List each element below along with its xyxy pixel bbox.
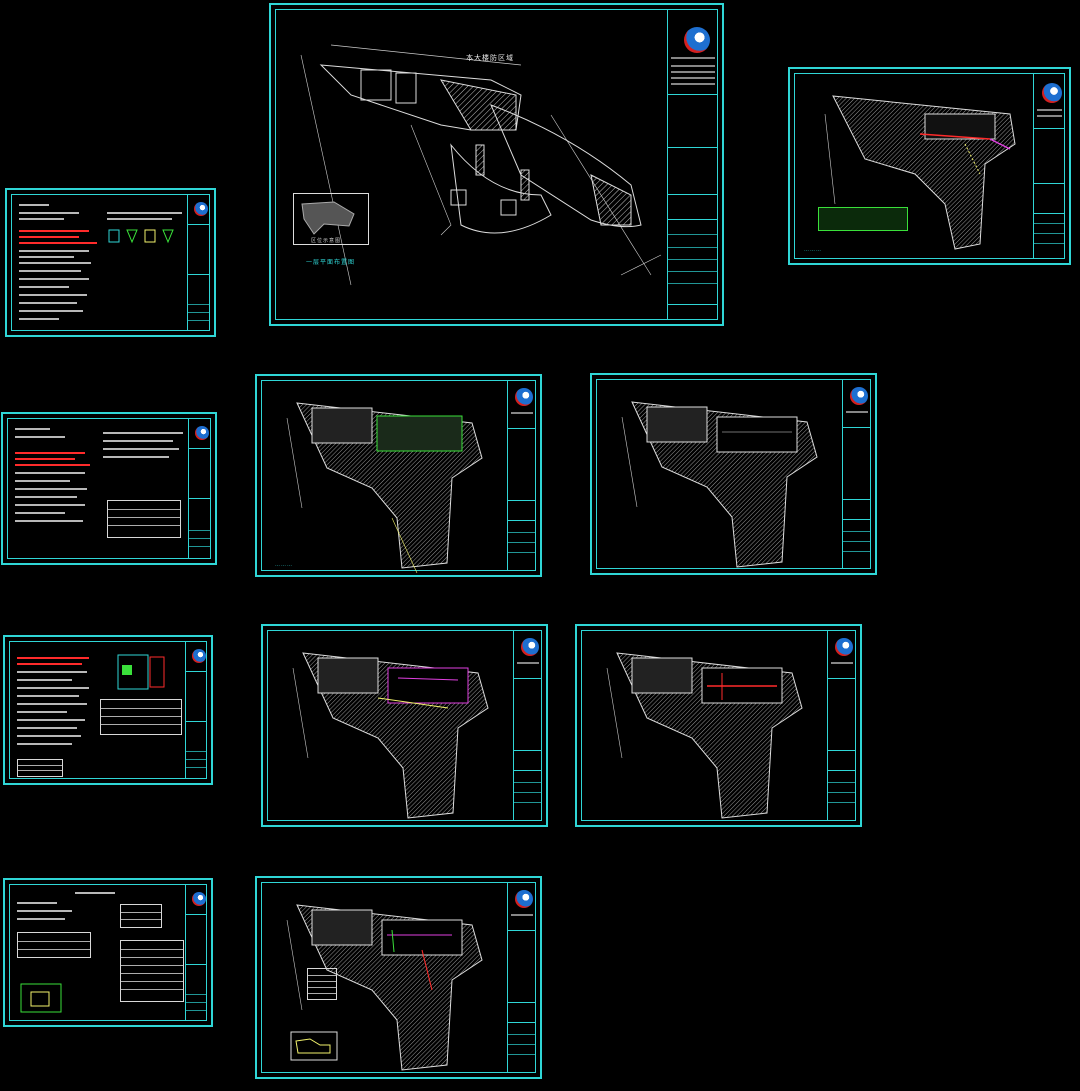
- company-logo-icon: [195, 426, 209, 440]
- plan-caption: ………: [275, 562, 293, 568]
- schedule-table-large: [120, 940, 184, 1002]
- sheet-border: [794, 73, 1065, 259]
- company-logo-icon: [684, 27, 710, 53]
- floor-plan-drawing: [606, 652, 803, 819]
- drawing-sheet-notes-1[interactable]: [5, 188, 216, 337]
- drawing-sheet-plan-3[interactable]: ………: [788, 67, 1071, 265]
- sheet-border: [11, 194, 210, 331]
- company-logo-icon: [521, 638, 539, 656]
- sheet-border: [9, 641, 207, 779]
- drawing-sheet-main-plan[interactable]: 本大楼防区域 区位示意图 一层平面布置图: [269, 3, 724, 326]
- company-logo-icon: [192, 892, 206, 906]
- title-block: [842, 379, 871, 569]
- floor-plan-drawing: [292, 652, 489, 819]
- schedule-table-small: [17, 759, 63, 777]
- inset-caption: 区位示意图: [311, 238, 342, 244]
- detail-diagram: [20, 983, 62, 1013]
- company-logo-icon: [515, 890, 533, 908]
- legend-table: [818, 207, 908, 231]
- drawing-sheet-plan-6[interactable]: [590, 373, 877, 575]
- key-plan-inset: [290, 1031, 338, 1061]
- company-logo-icon: [515, 388, 533, 406]
- equipment-table: [120, 904, 162, 928]
- floor-plan-drawing: [286, 904, 483, 1071]
- drawing-sheet-plan-9[interactable]: [575, 624, 862, 827]
- drawing-sheet-notes-7[interactable]: [3, 635, 213, 785]
- detail-symbols: [108, 229, 174, 244]
- sheet-border: [261, 380, 536, 571]
- title-block: [1033, 73, 1065, 259]
- company-logo-icon: [192, 649, 206, 663]
- company-logo-icon: [835, 638, 853, 656]
- title-block: [187, 194, 210, 331]
- company-logo-icon: [194, 202, 208, 216]
- location-inset: [293, 193, 369, 245]
- site-plan-drawing: [300, 44, 662, 286]
- sheet-border: [261, 882, 536, 1073]
- title-block: [507, 380, 536, 571]
- schedule-table: [100, 699, 182, 735]
- sheet-border: [275, 9, 718, 320]
- inset-map: [301, 201, 355, 235]
- company-logo-icon: [1042, 83, 1062, 103]
- drawing-sheet-plan-5[interactable]: ………: [255, 374, 542, 577]
- sheet-border: [596, 379, 871, 569]
- sheet-border: [581, 630, 856, 821]
- schedule-table: [17, 932, 91, 958]
- drawing-sheet-notes-10[interactable]: [3, 878, 213, 1027]
- sheet-border: [267, 630, 542, 821]
- title-block: [667, 9, 718, 320]
- plan-caption: ………: [804, 247, 822, 253]
- schedule-table: [107, 500, 181, 538]
- floor-plan-drawing: [824, 95, 1016, 250]
- drawing-sheet-plan-8[interactable]: [261, 624, 548, 827]
- title-block: [827, 630, 856, 821]
- drawing-sheet-plan-11[interactable]: [255, 876, 542, 1079]
- floor-plan-drawing: [621, 401, 818, 568]
- company-logo-icon: [850, 387, 868, 405]
- floor-plan-drawing: [286, 402, 483, 574]
- title-block: [188, 418, 211, 559]
- title-block: [513, 630, 542, 821]
- legend-table: [307, 968, 337, 1000]
- sheet-border: [9, 884, 207, 1021]
- zone-label: 本大楼防区域: [466, 54, 514, 62]
- title-block: [185, 641, 207, 779]
- sheet-border: [7, 418, 211, 559]
- drawing-sheet-notes-4[interactable]: [1, 412, 217, 565]
- legend-diagram: [117, 654, 165, 690]
- title-block: [507, 882, 536, 1073]
- title-block: [185, 884, 207, 1021]
- plan-caption: 一层平面布置图: [306, 259, 356, 266]
